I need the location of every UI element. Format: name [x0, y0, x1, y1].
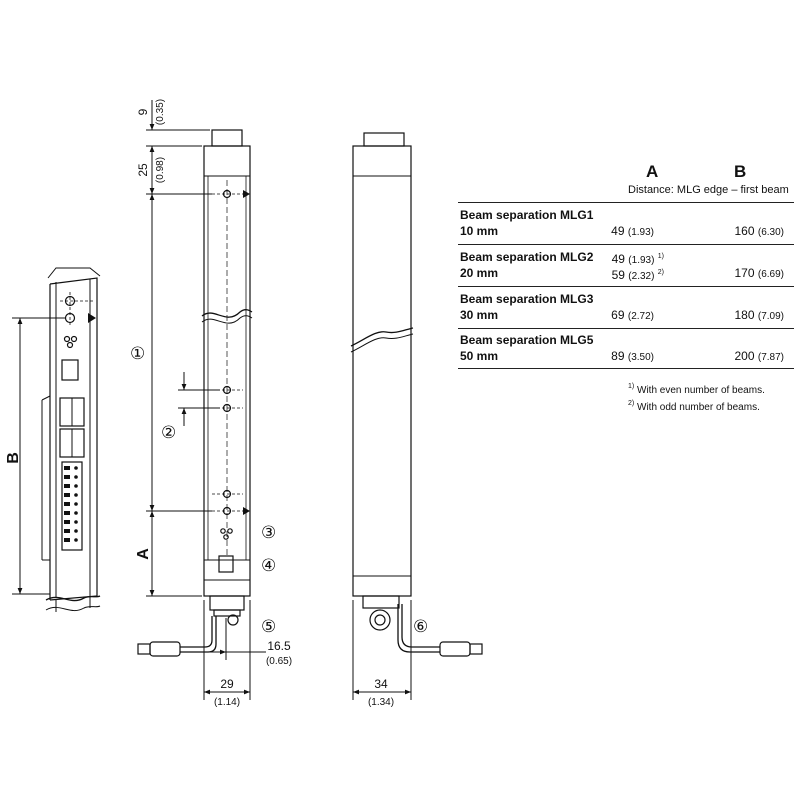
table-rule: [458, 328, 794, 329]
callout-4: ④: [261, 556, 276, 576]
dim-29-value: 29: [220, 677, 234, 691]
dimension-b-line: [12, 317, 66, 595]
footnotes: 1) With even number of beams. 2) With od…: [628, 380, 765, 414]
callout-3: ③: [261, 523, 276, 543]
dim-25-value: 25: [136, 163, 150, 177]
detail-view: [41, 267, 101, 612]
front-view: [137, 129, 253, 657]
value-b: 180 (7.09): [734, 308, 785, 322]
callout-5: ⑤: [261, 617, 276, 637]
value-b: 170 (6.69): [734, 266, 785, 280]
footnote-1: 1) With even number of beams.: [628, 383, 765, 396]
side-dimension-lines: [352, 600, 412, 700]
dim-29-inch: (1.14): [214, 697, 240, 708]
table-rule: [458, 286, 794, 287]
value-a: 49 (1.93) 1): [611, 252, 664, 266]
callout-2: ②: [161, 423, 176, 443]
dim-16-5-value: 16.5: [267, 639, 291, 653]
dim-25-inch: (0.98): [155, 157, 166, 183]
dimension-b-label: B: [5, 452, 22, 464]
column-a-header: A: [646, 162, 659, 181]
value-a: 59 (2.32) 2): [611, 268, 664, 282]
dimension-a-label: A: [135, 548, 152, 560]
front-dimension-lines: [146, 100, 266, 700]
side-view: [350, 132, 483, 657]
column-b-header: B: [734, 162, 747, 181]
value-b: 200 (7.87): [734, 349, 785, 363]
value-a: 69 (2.72): [611, 308, 654, 322]
callout-6: ⑥: [413, 617, 428, 637]
terminal-pins: [64, 466, 78, 542]
value-b: 160 (6.30): [734, 224, 785, 238]
dim-34-inch: (1.34): [368, 697, 394, 708]
dim-16-5-inch: (0.65): [266, 656, 292, 667]
table-rule: [458, 244, 794, 245]
table-rule: [458, 368, 794, 369]
dim-9-inch: (0.35): [155, 99, 166, 125]
callout-1: ①: [130, 344, 145, 364]
dim-9-value: 9: [136, 108, 150, 115]
value-a: 89 (3.50): [611, 349, 654, 363]
value-a: 49 (1.93): [611, 224, 654, 238]
table-rule: [458, 202, 794, 203]
footnote-2: 2) With odd number of beams.: [628, 400, 760, 413]
front-beam-arrows: [243, 190, 250, 515]
table-subheading: Distance: MLG edge – first beam: [628, 184, 789, 196]
dim-34-value: 34: [374, 677, 388, 691]
